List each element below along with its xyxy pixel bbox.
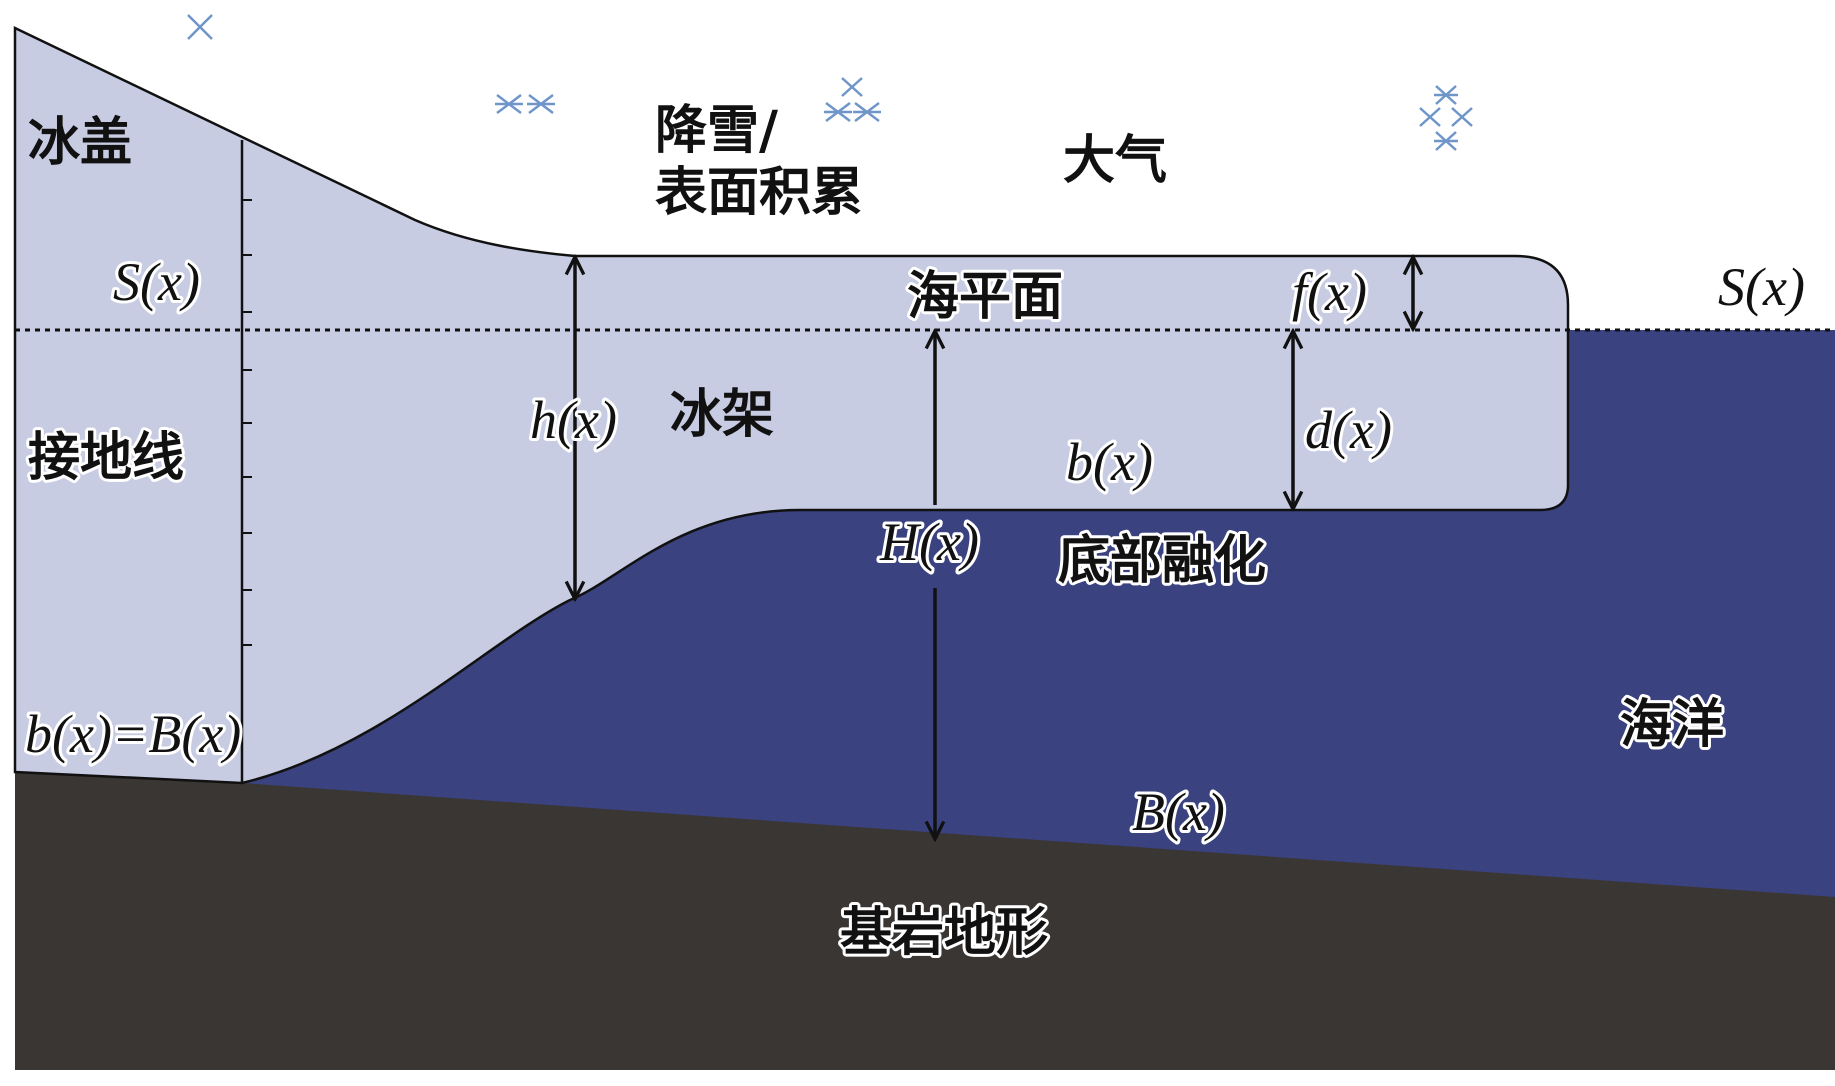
draft-label: d(x) (1305, 400, 1392, 460)
snowfall-label-line2: 表面积累 (655, 162, 863, 223)
grounding-line-label: 接地线 (28, 427, 184, 488)
snowflake-icon (1434, 85, 1458, 105)
snowflake-icon (187, 14, 213, 40)
basal-melt-label: 底部融化 (1058, 530, 1266, 591)
atmosphere-label: 大气 (1063, 130, 1167, 191)
snowflake-icon (1434, 131, 1458, 151)
ocean-label: 海洋 (1620, 694, 1724, 755)
grounding-line-ticks (242, 199, 252, 646)
sea-level-label: 海平面 (907, 266, 1063, 327)
snowflake-icon (1451, 107, 1473, 127)
ice-cap-label: 冰盖 (28, 112, 132, 173)
surface-left-label: S(x) (113, 252, 200, 312)
freeboard-label: f(x) (1292, 262, 1367, 322)
snowflake-icon (1419, 107, 1441, 127)
bedrock-region (15, 772, 1835, 1070)
thickness-label: h(x) (530, 390, 617, 450)
bedrock-label: 基岩地形 (840, 902, 1048, 963)
ice-sheet-and-shelf (13, 26, 1570, 785)
base-label: b(x) (1066, 432, 1153, 492)
water-depth-label: H(x) (879, 512, 979, 572)
surface-right-label: S(x) (1718, 257, 1805, 317)
snowflake-icon (824, 102, 852, 122)
snowflake-icon (527, 94, 555, 114)
snowflake-icon (853, 102, 881, 122)
bed-label: B(x) (1132, 782, 1225, 842)
snowflake-icon (495, 94, 523, 114)
snowfall-label-line1: 降雪/ (655, 100, 778, 161)
ice-shelf-label: 冰架 (670, 384, 774, 445)
snowflake-icon (841, 77, 863, 97)
grounding-condition-label: b(x)=B(x) (25, 704, 241, 764)
